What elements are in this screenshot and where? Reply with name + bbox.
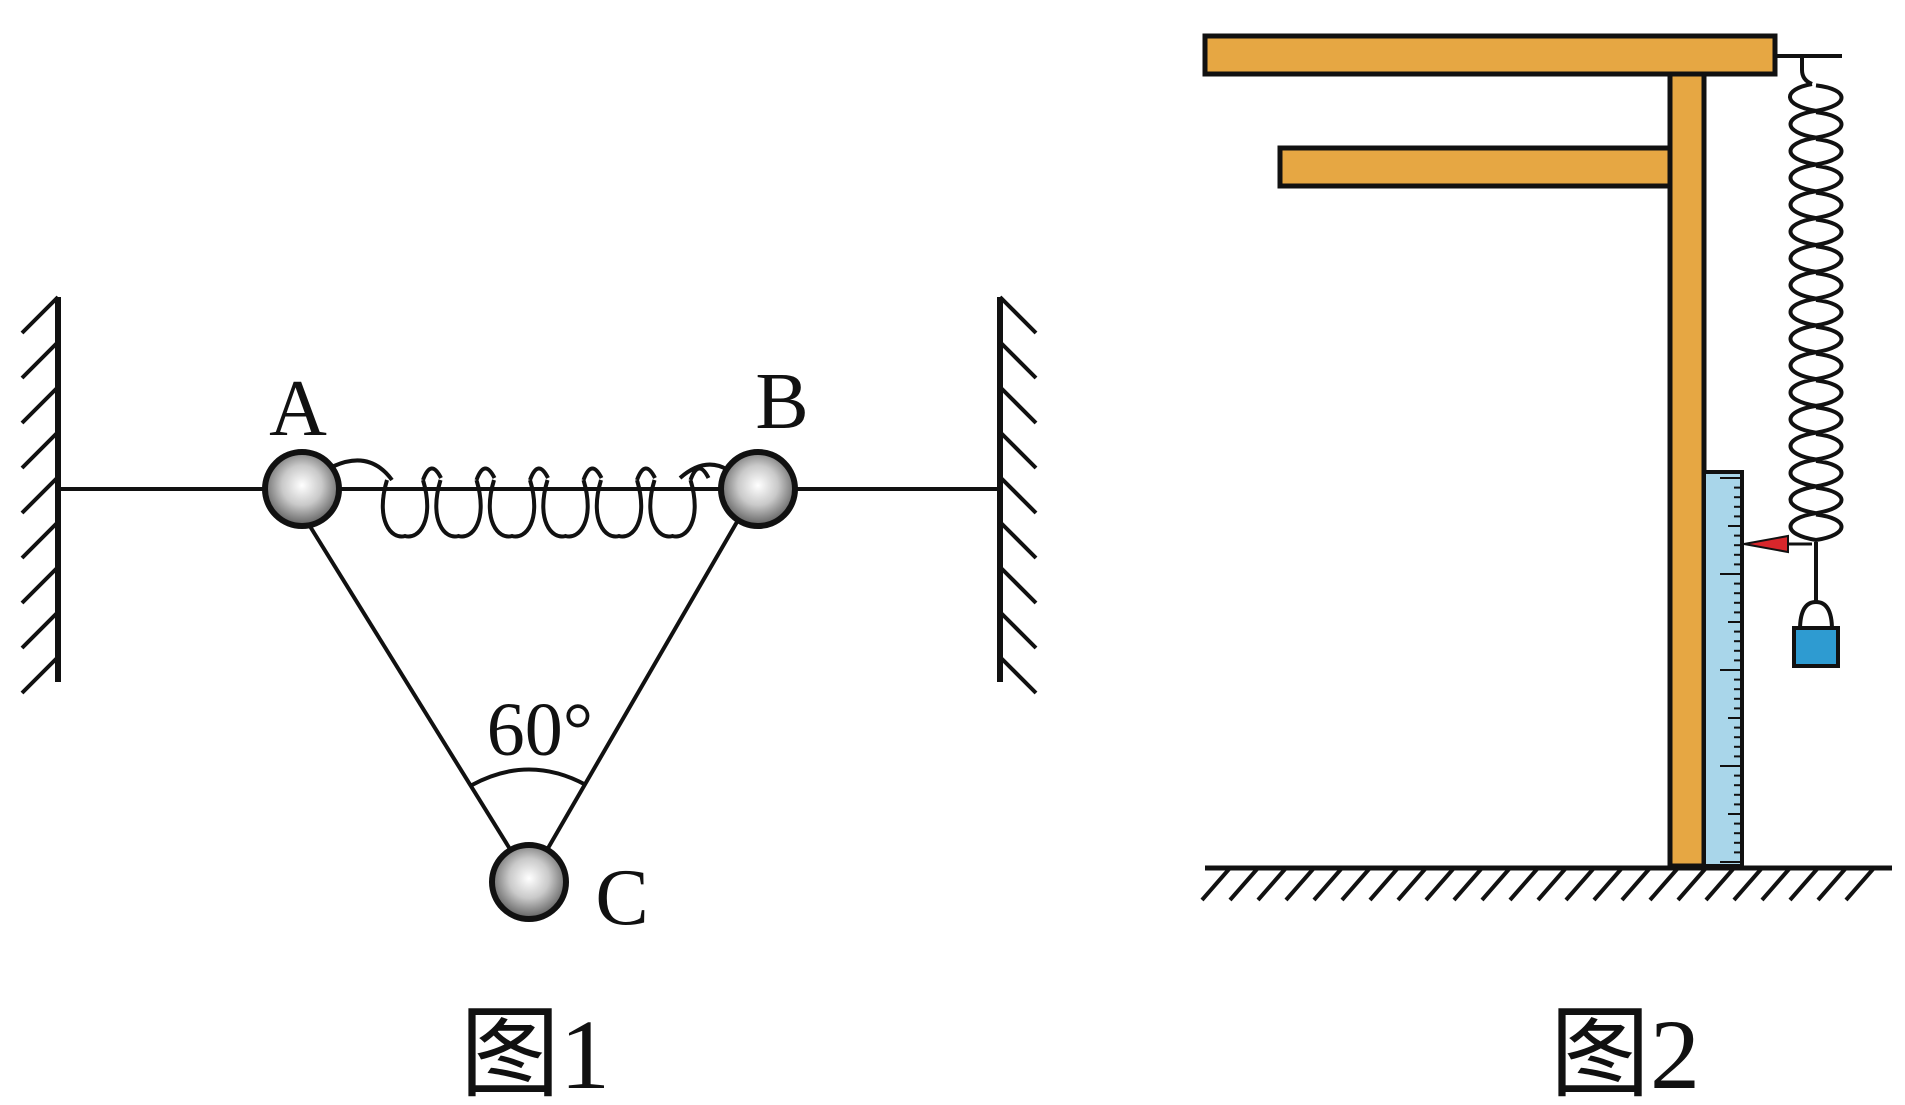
- hatch-mark: [1732, 866, 1764, 902]
- hatch-mark: [1284, 866, 1316, 902]
- pointer: [1743, 534, 1789, 554]
- label-b: B: [755, 358, 808, 446]
- hatch-mark: [1424, 866, 1456, 902]
- hatch-mark: [998, 520, 1038, 560]
- hatch-mark: [1620, 866, 1652, 902]
- hatch-mark: [1760, 866, 1792, 902]
- hatch-mark: [1480, 866, 1512, 902]
- ball-b: [718, 449, 798, 529]
- ball-c: [489, 842, 569, 922]
- hatch-mark: [1536, 866, 1568, 902]
- hatch-mark: [998, 655, 1038, 695]
- right-wall: [997, 295, 1038, 695]
- hatch-mark: [1788, 866, 1820, 902]
- hatch-mark: [998, 475, 1038, 515]
- hatch-mark: [1676, 866, 1708, 902]
- hatch-mark: [1452, 866, 1484, 902]
- figure-2: 图2: [1200, 33, 1892, 1105]
- hatch-mark: [998, 385, 1038, 425]
- hatch-mark: [20, 610, 60, 650]
- hatch-mark: [20, 385, 60, 425]
- label-c: C: [595, 854, 648, 942]
- hatch-mark: [998, 565, 1038, 605]
- label-a: A: [269, 365, 327, 453]
- hatch-mark: [20, 520, 60, 560]
- hatch-mark: [1844, 866, 1876, 902]
- ball-a: [262, 449, 342, 529]
- string-a-to-c: [301, 513, 520, 864]
- figure-2-caption: 图2: [1550, 999, 1700, 1100]
- left-wall-hatch: [20, 295, 60, 695]
- hatch-mark: [1256, 866, 1288, 902]
- hatch-mark: [1396, 866, 1428, 902]
- angle-label: 60°: [487, 688, 593, 772]
- hatch-mark: [1816, 866, 1848, 902]
- hatch-mark: [20, 655, 60, 695]
- hatch-mark: [1368, 866, 1400, 902]
- hatch-mark: [1564, 866, 1596, 902]
- weight-hook: [1798, 560, 1834, 631]
- spring-hook: [1775, 54, 1842, 86]
- middle-beam: [1277, 145, 1673, 189]
- right-wall-hatch: [998, 295, 1038, 695]
- string-b-to-c: [538, 513, 743, 864]
- vertical-spring: [1788, 82, 1844, 560]
- hatch-mark: [20, 475, 60, 515]
- hatch-mark: [998, 340, 1038, 380]
- hatch-mark: [1312, 866, 1344, 902]
- hatch-mark: [998, 430, 1038, 470]
- hatch-mark: [1704, 866, 1736, 902]
- left-wall: [20, 295, 61, 695]
- hatch-mark: [20, 565, 60, 605]
- weight: [1792, 626, 1840, 668]
- ruler-ticks: [1720, 477, 1742, 863]
- ground-hatch: [1200, 866, 1876, 902]
- hatch-mark: [20, 340, 60, 380]
- hatch-mark: [1508, 866, 1540, 902]
- hatch-mark: [998, 610, 1038, 650]
- hatch-mark: [1228, 866, 1260, 902]
- figure-1: A B C 60° 图1: [20, 295, 1038, 1105]
- hatch-mark: [1200, 866, 1232, 902]
- top-beam: [1202, 33, 1778, 77]
- hatch-mark: [1340, 866, 1372, 902]
- figure-1-caption: 图1: [460, 999, 610, 1100]
- vertical-post: [1667, 71, 1707, 869]
- hatch-mark: [1648, 866, 1680, 902]
- angle-arc: [471, 767, 587, 787]
- hatch-mark: [20, 430, 60, 470]
- hatch-mark: [998, 295, 1038, 335]
- hatch-mark: [20, 295, 60, 335]
- hatch-mark: [1592, 866, 1624, 902]
- horizontal-spring: [333, 458, 730, 539]
